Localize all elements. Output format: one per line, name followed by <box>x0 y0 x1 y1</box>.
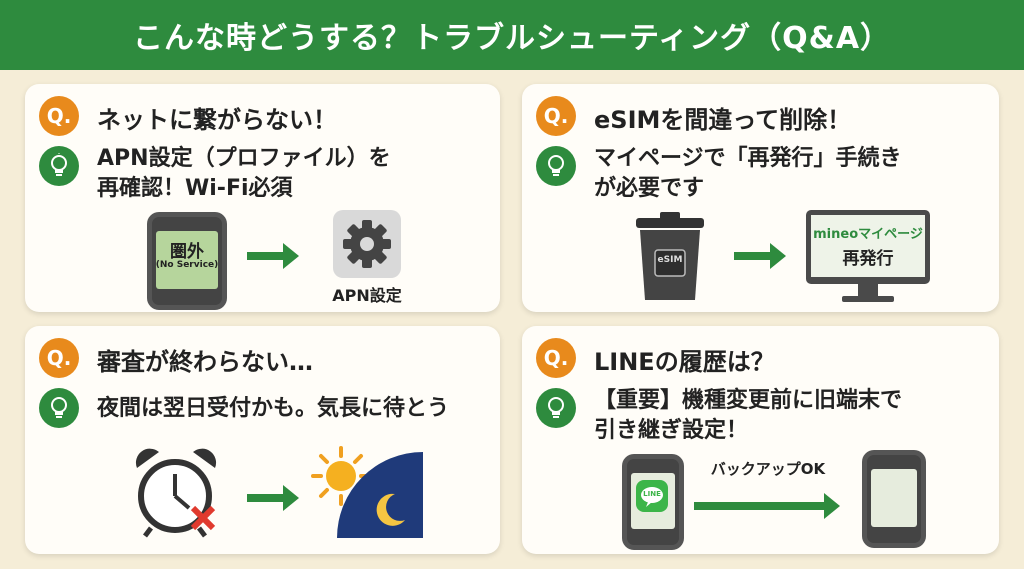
alarm-clock-icon <box>131 446 221 538</box>
answer-line-1: 【重要】機種変更前に旧端末で <box>594 388 903 413</box>
mineo-mypage-label: mineoマイページ <box>813 227 923 242</box>
question-badge: Q. <box>536 96 576 136</box>
gear-icon <box>333 210 401 278</box>
arrow-right-icon <box>247 243 299 269</box>
arrow-right-icon <box>734 243 786 269</box>
page-title: こんな時どうする？トラブルシューティング（Q&A） <box>132 21 892 56</box>
no-service-sublabel: (No Service) <box>155 260 219 270</box>
lightbulb-icon <box>39 146 79 186</box>
new-phone-icon <box>862 450 926 548</box>
answer-line-2: が必要です <box>594 176 705 201</box>
qa-card-esim: Q. eSIMを間違って削除！ マイページで「再発行」手続き が必要です eSI… <box>522 84 999 312</box>
esim-chip-label: eSIM <box>657 255 683 265</box>
question-badge: Q. <box>39 96 79 136</box>
answer-line-2: 引き継ぎ設定！ <box>594 418 749 443</box>
monitor-icon <box>806 210 930 304</box>
qa-card-network: Q. ネットに繋がらない！ APN設定（プロファイル）を 再確認！Wi-Fi必須… <box>25 84 500 312</box>
answer-line-1: マイページで「再発行」手続き <box>594 146 902 171</box>
lightbulb-icon <box>39 388 79 428</box>
question-text: LINEの履歴は？ <box>594 348 775 376</box>
qa-card-line: Q. LINEの履歴は？ 【重要】機種変更前に旧端末で 引き継ぎ設定！ LINE… <box>522 326 999 554</box>
qa-card-review: Q. 審査が終わらない… 夜間は翌日受付かも。気長に待とう <box>25 326 500 554</box>
backup-ok-label: バックアップOK <box>710 460 826 478</box>
answer-line-2: 再確認！Wi-Fi必須 <box>97 176 293 201</box>
arrow-right-icon <box>247 485 299 511</box>
trash-icon <box>632 212 708 302</box>
moon-icon <box>331 446 431 540</box>
reissue-label: 再発行 <box>842 249 894 269</box>
question-text: 審査が終わらない… <box>97 348 313 376</box>
answer-line-1: APN設定（プロファイル）を <box>97 146 391 171</box>
question-badge: Q. <box>39 338 79 378</box>
question-text: eSIMを間違って削除！ <box>594 106 852 134</box>
line-app-icon <box>636 480 668 512</box>
header-banner: こんな時どうする？トラブルシューティング（Q&A） <box>0 0 1024 70</box>
line-app-label: LINE <box>643 490 661 498</box>
arrow-right-icon <box>694 493 840 519</box>
question-badge: Q. <box>536 338 576 378</box>
lightbulb-icon <box>536 146 576 186</box>
no-service-label: 圏外 <box>170 242 204 262</box>
lightbulb-icon <box>536 388 576 428</box>
apn-settings-label: APN設定 <box>332 286 402 305</box>
question-text: ネットに繋がらない！ <box>97 106 337 134</box>
answer-line-1: 夜間は翌日受付かも。気長に待とう <box>97 396 450 421</box>
phone-icon <box>147 212 227 310</box>
